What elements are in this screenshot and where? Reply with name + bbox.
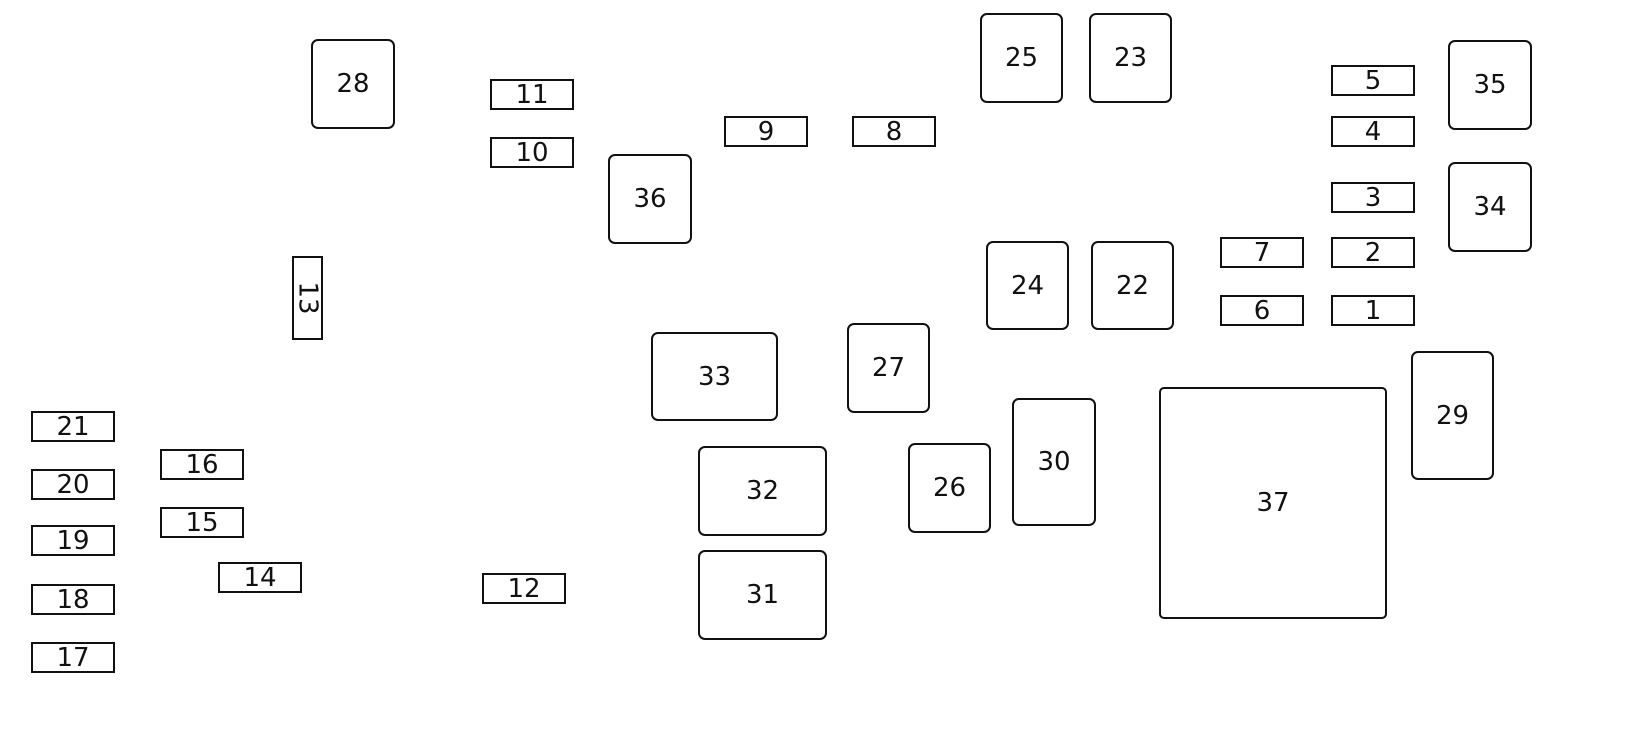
fuse-18: 18 bbox=[31, 584, 115, 615]
fuse-label: 2 bbox=[1364, 237, 1382, 268]
relay-label: 24 bbox=[1010, 270, 1045, 301]
relay-25: 25 bbox=[980, 13, 1063, 103]
fuse-16: 16 bbox=[160, 449, 244, 480]
fuse-label: 12 bbox=[507, 573, 541, 604]
fuse-6: 6 bbox=[1220, 295, 1304, 326]
relay-35: 35 bbox=[1448, 40, 1532, 130]
fuse-13: 13 bbox=[292, 256, 323, 340]
fuse-label: 15 bbox=[185, 507, 219, 538]
fuse-9: 9 bbox=[724, 116, 808, 147]
relay-33: 33 bbox=[651, 332, 778, 421]
fuse-label: 13 bbox=[292, 281, 323, 315]
fuse-label: 5 bbox=[1364, 65, 1382, 96]
relay-26: 26 bbox=[908, 443, 991, 533]
fuse-3: 3 bbox=[1331, 182, 1415, 213]
relay-30: 30 bbox=[1012, 398, 1096, 526]
relay-label: 34 bbox=[1473, 192, 1507, 222]
fuse-label: 17 bbox=[56, 642, 90, 673]
fuse-label: 3 bbox=[1364, 182, 1382, 213]
fuse-label: 4 bbox=[1364, 116, 1382, 147]
relay-label: 33 bbox=[697, 361, 732, 392]
fuse-label: 6 bbox=[1253, 295, 1271, 326]
fuse-2: 2 bbox=[1331, 237, 1415, 268]
relay-label: 28 bbox=[336, 69, 370, 99]
fuse-label: 11 bbox=[515, 79, 549, 110]
fuse-20: 20 bbox=[31, 469, 115, 500]
relay-label: 27 bbox=[871, 353, 906, 383]
fuse-label: 18 bbox=[56, 584, 90, 615]
relay-label: 29 bbox=[1435, 400, 1470, 431]
relay-label: 25 bbox=[1004, 43, 1039, 73]
relay-label: 23 bbox=[1113, 43, 1148, 73]
fuse-4: 4 bbox=[1331, 116, 1415, 147]
relay-label: 36 bbox=[633, 184, 667, 214]
fuse-label: 8 bbox=[885, 116, 903, 147]
fuse-5: 5 bbox=[1331, 65, 1415, 96]
relay-37: 37 bbox=[1159, 387, 1387, 619]
fuse-14: 14 bbox=[218, 562, 302, 593]
fuse-label: 14 bbox=[243, 562, 277, 593]
fuse-12: 12 bbox=[482, 573, 566, 604]
relay-36: 36 bbox=[608, 154, 692, 244]
relay-label: 26 bbox=[932, 473, 967, 503]
relay-27: 27 bbox=[847, 323, 930, 413]
relay-label: 31 bbox=[745, 580, 780, 610]
relay-label: 35 bbox=[1473, 70, 1507, 100]
fuse-label: 7 bbox=[1253, 237, 1271, 268]
fuse-label: 16 bbox=[185, 449, 219, 480]
fuse-label: 21 bbox=[56, 411, 90, 442]
relay-label: 22 bbox=[1115, 270, 1150, 301]
fuse-17: 17 bbox=[31, 642, 115, 673]
relay-28: 28 bbox=[311, 39, 395, 129]
fuse-7: 7 bbox=[1220, 237, 1304, 268]
fuse-21: 21 bbox=[31, 411, 115, 442]
fuse-11: 11 bbox=[490, 79, 574, 110]
relay-24: 24 bbox=[986, 241, 1069, 330]
fuse-1: 1 bbox=[1331, 295, 1415, 326]
fuse-label: 20 bbox=[56, 469, 90, 500]
relay-22: 22 bbox=[1091, 241, 1174, 330]
relay-23: 23 bbox=[1089, 13, 1172, 103]
relay-label: 37 bbox=[1256, 488, 1290, 518]
fuse-15: 15 bbox=[160, 507, 244, 538]
fuse-10: 10 bbox=[490, 137, 574, 168]
fuse-label: 19 bbox=[56, 525, 90, 556]
relay-31: 31 bbox=[698, 550, 827, 640]
fuse-label: 9 bbox=[757, 116, 775, 147]
relay-label: 32 bbox=[745, 476, 780, 506]
fuse-label: 1 bbox=[1364, 295, 1382, 326]
fuse-8: 8 bbox=[852, 116, 936, 147]
relay-label: 30 bbox=[1037, 447, 1071, 477]
relay-32: 32 bbox=[698, 446, 827, 536]
relay-34: 34 bbox=[1448, 162, 1532, 252]
fuse-19: 19 bbox=[31, 525, 115, 556]
fuse-label: 10 bbox=[515, 137, 549, 168]
relay-29: 29 bbox=[1411, 351, 1494, 480]
